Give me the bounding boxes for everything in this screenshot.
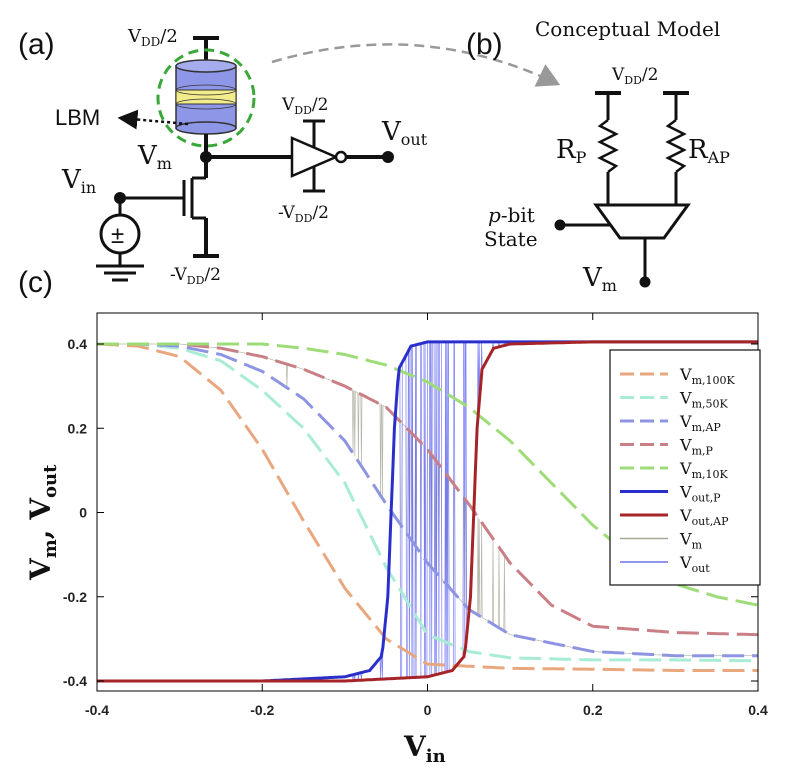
axis-ticks: -0.4 -0.2 0 0.2 0.4 0.4 0.2 0 -0.2 -0.4 [63, 313, 768, 718]
legend-label: Vout [679, 553, 710, 575]
series-lines [97, 340, 758, 683]
vout-node-dot [382, 151, 394, 163]
lbm-highlight-circle [156, 48, 256, 148]
model-mapping-arrow [271, 43, 561, 87]
legend-label: Vout,P [679, 483, 721, 505]
panel-label-a: (a) [18, 28, 55, 61]
chart-legend: Vm,100KVm,50KVm,APVm,PVm,10KVout,PVout,A… [609, 349, 761, 586]
series-vm-50k [97, 342, 758, 663]
series-vout-ap [97, 340, 758, 683]
legend-label: Vm,10K [679, 459, 728, 481]
vm-label: Vm [137, 141, 172, 173]
series-vm-p [97, 342, 758, 637]
vdd-b-label: VDD/2 [611, 65, 658, 87]
legend-label: Vm,P [679, 436, 713, 458]
y-tick-label: 0.2 [68, 420, 88, 436]
series-vm-10k [97, 342, 758, 607]
y-axis-label: Vm, Vout [24, 464, 61, 581]
legend-label: Vm,100K [679, 365, 735, 387]
mtj-cylinder-icon [175, 59, 237, 135]
x-tick-label: -0.2 [250, 702, 274, 718]
neg-vdd-inverter-label: -VDD/2 [278, 203, 329, 225]
series-vm-100k [97, 342, 758, 672]
pbit-node-dot [554, 219, 566, 231]
series-vm-ap [97, 342, 758, 658]
legend-label: Vout,AP [679, 506, 729, 528]
rp-label: RP [556, 135, 587, 167]
rap-label: RAP [688, 135, 730, 167]
y-tick-label: -0.2 [63, 589, 87, 605]
x-tick-label: 0.2 [583, 702, 603, 718]
legend-label: Vm,AP [679, 412, 721, 434]
legend-label: Vm,50K [679, 389, 728, 411]
conceptual-model-title: Conceptual Model [535, 17, 720, 41]
state-label: State [484, 227, 538, 251]
resistor-rp-icon [597, 119, 619, 173]
lbm-pointer-arrow [117, 109, 189, 130]
lbm-label: LBM [55, 105, 100, 130]
x-tick-label: -0.4 [85, 702, 109, 718]
inverter-symbol [290, 119, 348, 193]
legend-box [609, 349, 761, 586]
y-tick-label: -0.4 [63, 673, 87, 689]
vin-label: Vin [61, 165, 96, 197]
panel-c: (c) -0.4 -0.2 0 0.2 0.4 0.4 0.2 0 -0.2 -0.4 Vin V… [18, 266, 768, 767]
pbit-label: p-bit [488, 203, 535, 227]
voltage-source-sign: ± [111, 222, 124, 249]
y-tick-label: 0.4 [68, 336, 88, 352]
y-tick-label: 0 [79, 505, 87, 521]
panel-a: (a) VDD/2 LBM Vm [18, 26, 561, 287]
x-tick-label: 0 [424, 702, 432, 718]
vout-label: Vout [381, 117, 428, 149]
vm-b-node-dot [639, 276, 651, 288]
vm-b-label: Vm [582, 263, 617, 295]
x-tick-label: 0.4 [748, 702, 768, 718]
vdd-inverter-label: VDD/2 [281, 95, 328, 117]
legend-label: Vm [679, 530, 703, 552]
vdd-half-top-label: VDD/2 [127, 26, 178, 49]
panel-label-c: (c) [18, 266, 53, 299]
nmos-transistor-symbol [120, 176, 208, 256]
neg-vdd-bottom-label: -VDD/2 [170, 265, 221, 287]
plot-area: -0.4 -0.2 0 0.2 0.4 0.4 0.2 0 -0.2 -0.4 [63, 312, 768, 718]
resistor-rap-icon [665, 119, 687, 173]
panel-label-b: (b) [466, 28, 503, 61]
mux-symbol [593, 203, 691, 240]
x-axis-label: Vin [403, 730, 446, 767]
ground-icon [96, 264, 144, 282]
panel-b: (b) Conceptual Model VDD/2 RP RAP p-bit … [466, 17, 730, 295]
